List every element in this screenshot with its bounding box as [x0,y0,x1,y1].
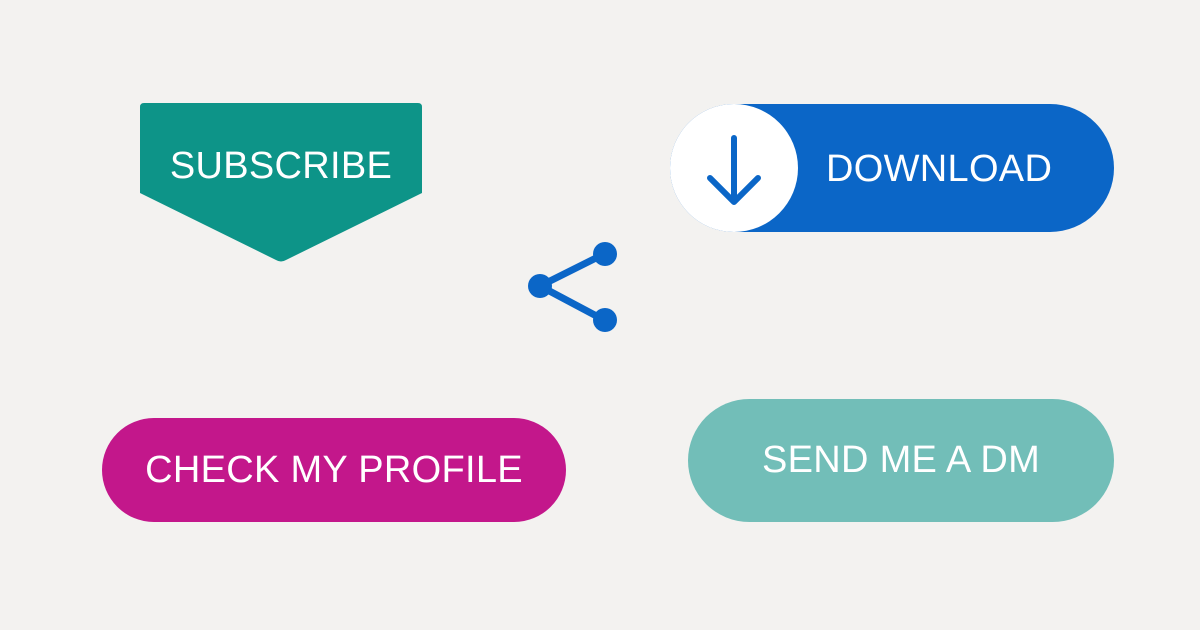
send-dm-button[interactable]: SEND ME A DM [688,399,1114,522]
arrow-down-icon [707,135,761,205]
send-dm-label: SEND ME A DM [761,439,1041,481]
check-profile-label: CHECK MY PROFILE [145,448,523,491]
download-icon-circle [670,104,798,232]
share-icon [528,242,617,332]
download-label: DOWNLOAD [826,148,1053,190]
subscribe-button[interactable]: SUBSCRIBE [140,103,422,263]
subscribe-banner-shape [140,103,422,262]
check-profile-button[interactable]: CHECK MY PROFILE [102,418,566,522]
share-button[interactable] [526,240,620,341]
download-button[interactable]: DOWNLOAD [670,104,1114,232]
subscribe-label: SUBSCRIBE [169,145,393,187]
